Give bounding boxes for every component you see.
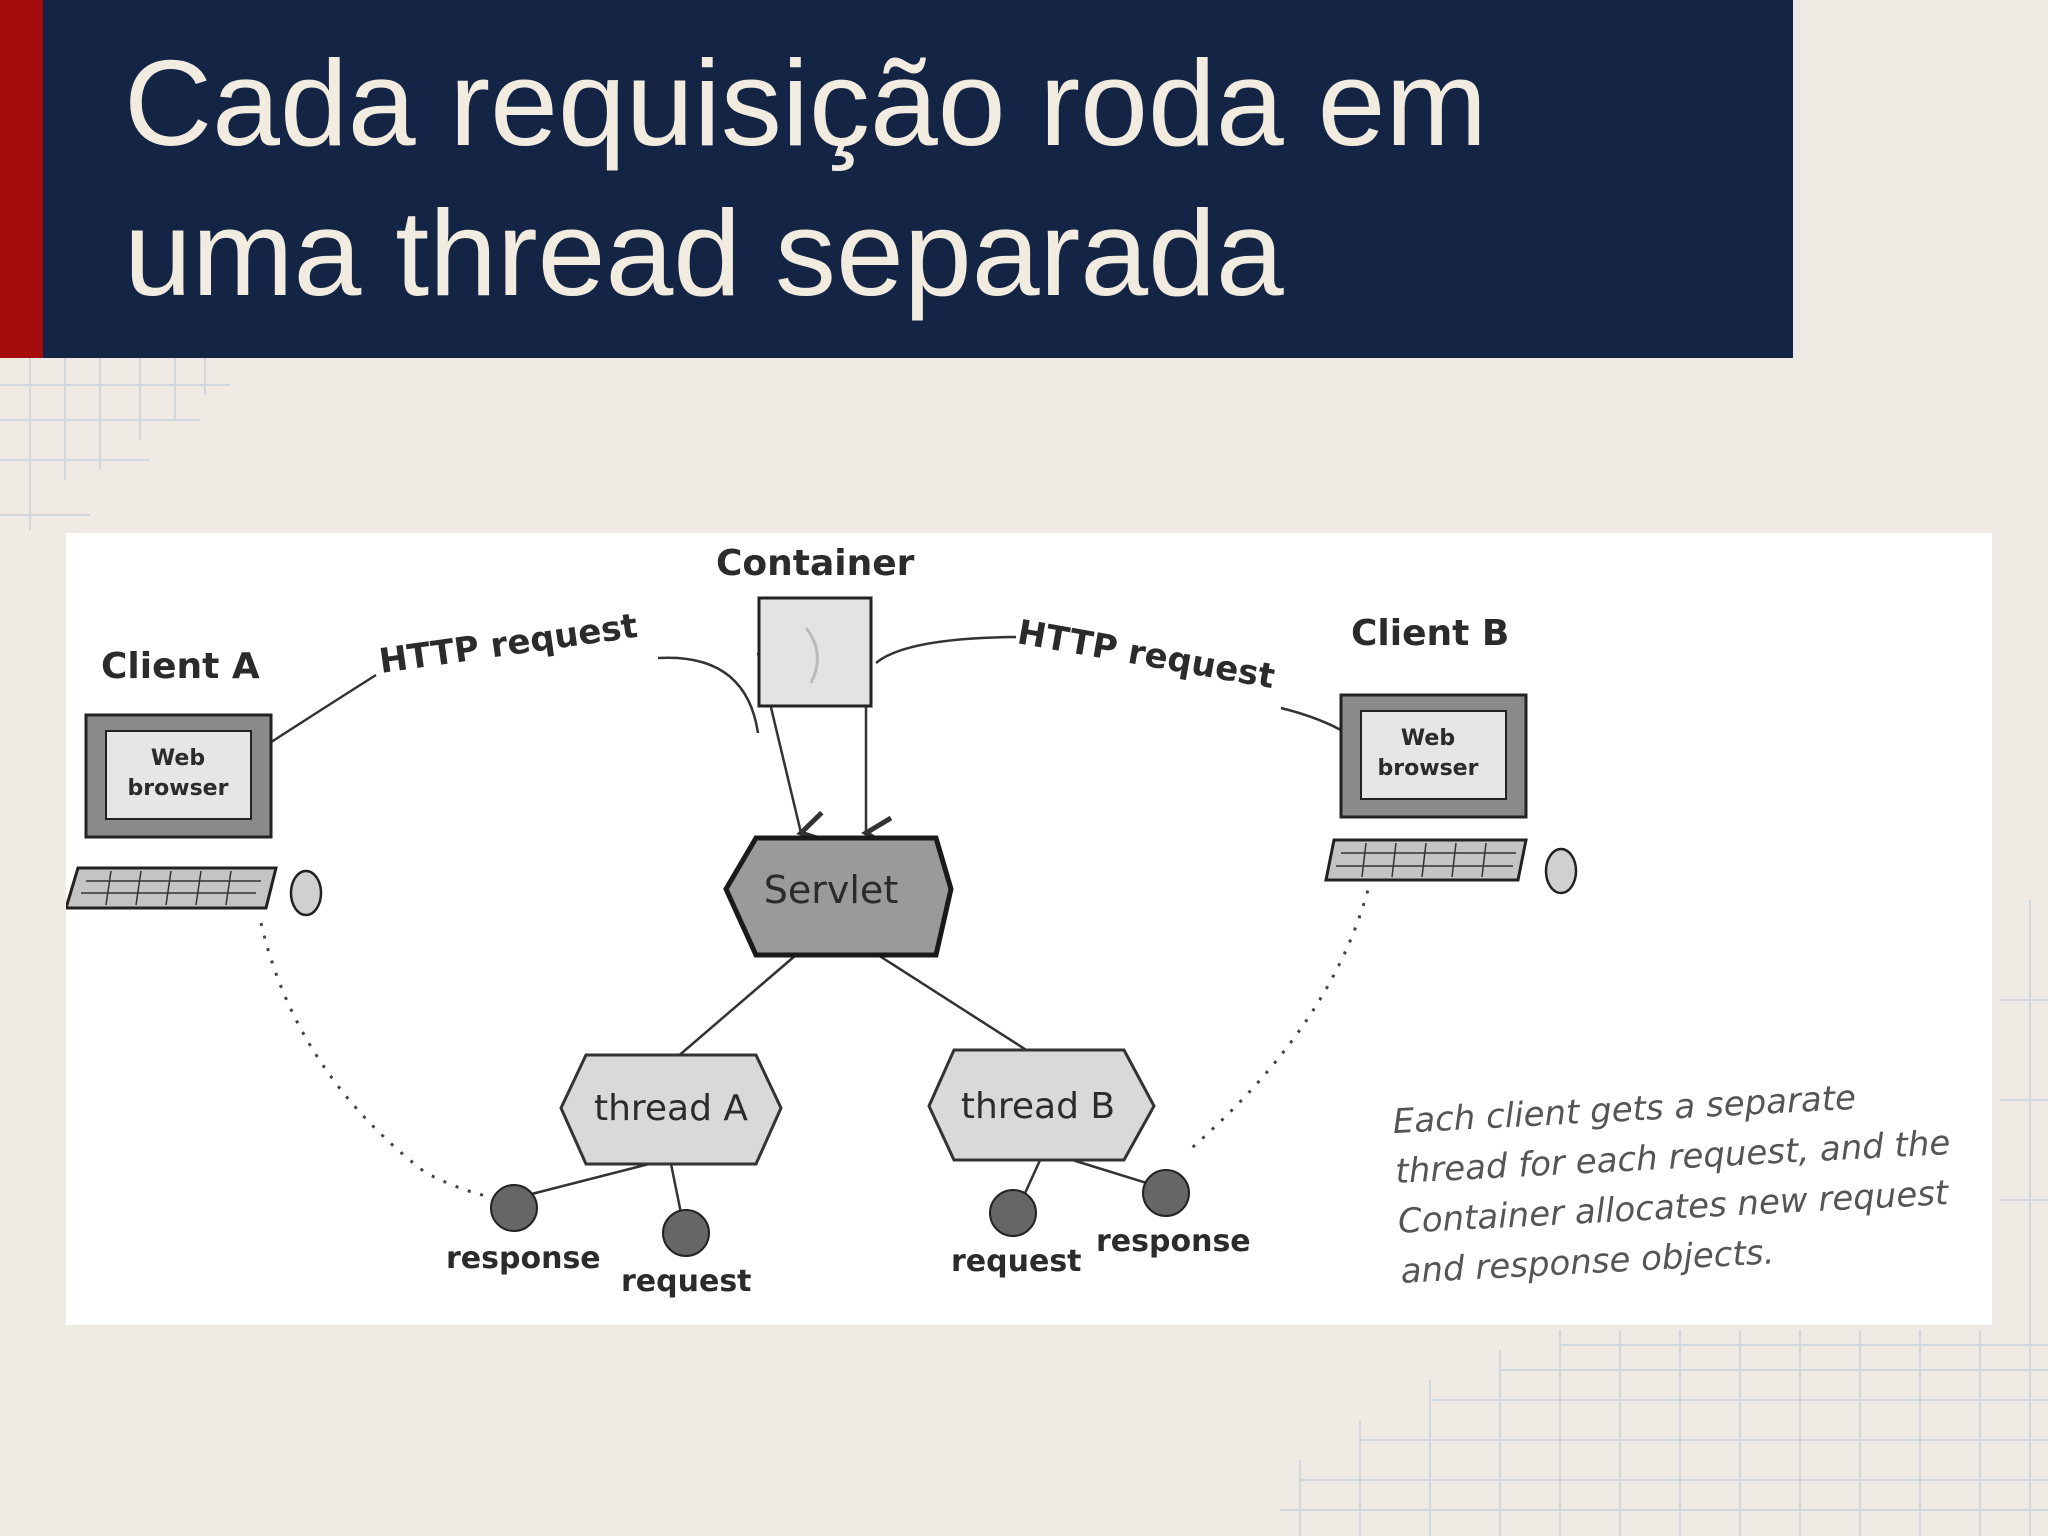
client-a-browser-line1: Web (151, 746, 205, 771)
http-request-left-label: HTTP request (377, 606, 640, 682)
thread-a-node (559, 1053, 783, 1166)
line-servlet-to-thread-a (675, 954, 797, 1059)
response-object-b (1142, 1169, 1190, 1217)
thread-b-node (927, 1048, 1156, 1162)
response-object-a (490, 1184, 538, 1232)
line-container-to-label-right (875, 635, 1017, 664)
client-a-computer (66, 713, 323, 917)
client-b-label: Client B (1351, 613, 1509, 654)
client-b-browser-line2: browser (1378, 756, 1479, 781)
slide-title-line1: Cada requisição roda em (124, 35, 1488, 171)
slide-title: Cada requisição roda em uma thread separ… (124, 28, 1744, 328)
dotted-return-paths (259, 877, 1373, 1200)
request-b-label: request (951, 1244, 1082, 1279)
dotted-path-response-to-client-b (1185, 877, 1373, 1155)
http-request-right-label: HTTP request (1014, 612, 1277, 697)
slide-title-line2: uma thread separada (124, 185, 1284, 321)
line-client-a-to-label (261, 673, 377, 750)
thread-b-label: thread B (961, 1086, 1115, 1127)
container-box (757, 596, 873, 708)
request-a-label: request (621, 1264, 752, 1299)
response-a-label: response (446, 1241, 601, 1276)
line-label-to-client-b (1280, 706, 1347, 735)
container-label: Container (716, 543, 915, 584)
servlet-label: Servlet (764, 868, 898, 912)
line-thread-a-to-response (515, 1162, 650, 1200)
request-object-b (989, 1189, 1037, 1237)
dotted-path-response-to-client-a (259, 922, 497, 1200)
thread-a-label: thread A (594, 1088, 748, 1129)
client-a-browser-line2: browser (128, 776, 229, 801)
title-band (43, 0, 1793, 358)
response-b-label: response (1096, 1224, 1251, 1259)
caption-line4: and response objects. (1400, 1232, 1776, 1292)
client-b-browser-line1: Web (1401, 726, 1455, 751)
servlet-node (723, 835, 954, 958)
line-label-to-container-left (657, 656, 760, 734)
client-b-computer (1324, 693, 1578, 895)
line-servlet-to-thread-b (877, 953, 1032, 1055)
caption-note: Each client gets a separate thread for e… (1392, 1078, 1951, 1292)
client-a-label: Client A (101, 646, 260, 687)
request-object-a (662, 1209, 710, 1257)
servlet-thread-diagram: Container Web browser Client A HTTP requ… (66, 533, 1992, 1325)
accent-bar (0, 0, 43, 358)
